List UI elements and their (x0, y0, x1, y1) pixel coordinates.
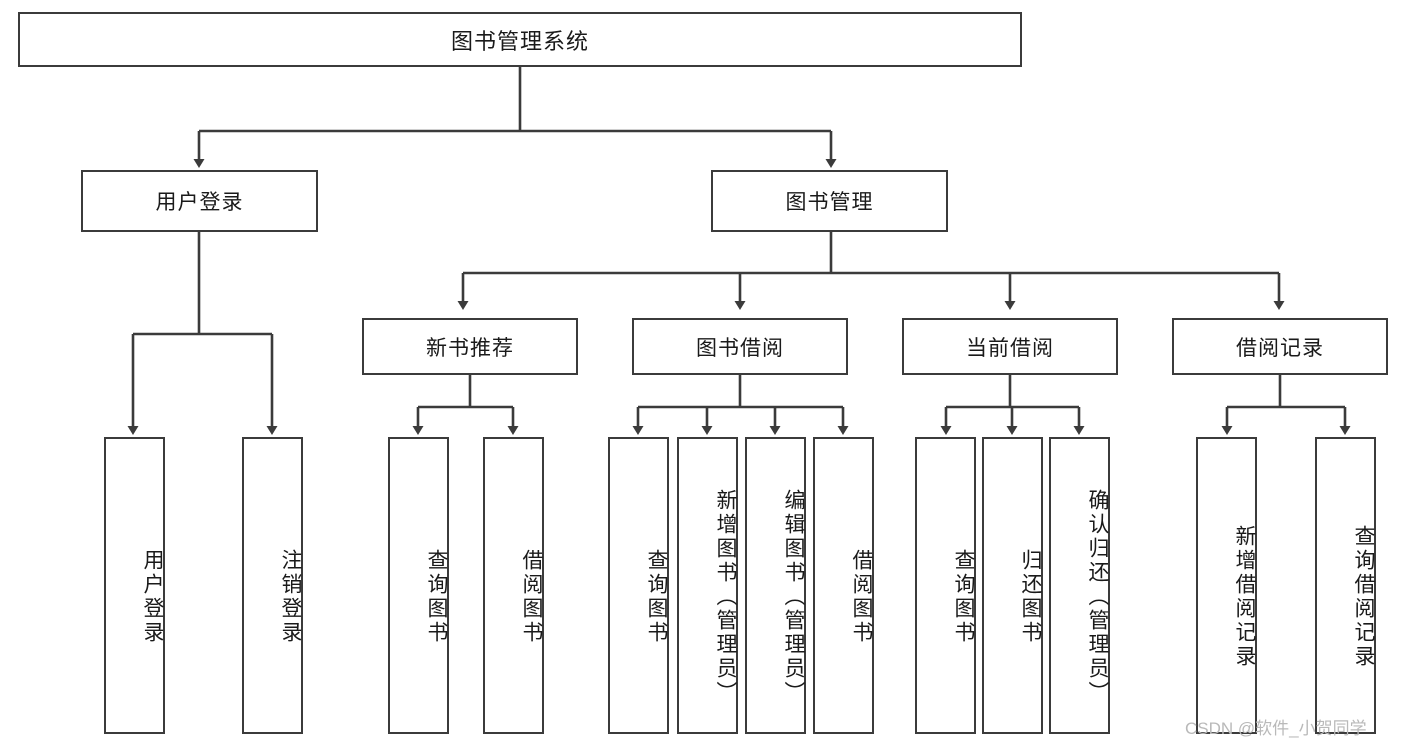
node-new-book-recommend[interactable]: 新书推荐 (362, 318, 578, 375)
node-label: 编辑图书（管理员） (782, 488, 805, 705)
leaf-borrow-record-query[interactable]: 查询借阅记录 (1315, 437, 1376, 734)
node-label: 注销登录 (279, 548, 302, 645)
node-label: 图书借阅 (696, 336, 784, 360)
node-label: 借阅图书 (850, 548, 873, 645)
node-label: 查询图书 (952, 548, 975, 645)
node-label: 图书管理系统 (450, 28, 589, 54)
leaf-book-borrow-borrow[interactable]: 借阅图书 (813, 437, 874, 734)
csdn-watermark: CSDN @软件_小贺同学 (1185, 719, 1367, 738)
node-label: 当前借阅 (966, 336, 1054, 360)
node-book-borrow[interactable]: 图书借阅 (632, 318, 848, 375)
node-label: 用户登录 (141, 548, 164, 645)
node-label: 查询借阅记录 (1352, 524, 1375, 669)
node-label: 新书推荐 (426, 336, 514, 360)
node-label: 借阅记录 (1236, 336, 1324, 360)
leaf-current-borrow-confirm-return[interactable]: 确认归还（管理员） (1049, 437, 1110, 734)
node-borrow-record[interactable]: 借阅记录 (1172, 318, 1388, 375)
leaf-new-book-borrow[interactable]: 借阅图书 (483, 437, 544, 734)
node-book-management[interactable]: 图书管理 (711, 170, 948, 232)
leaf-book-borrow-query[interactable]: 查询图书 (608, 437, 669, 734)
leaf-user-login-login[interactable]: 用户登录 (104, 437, 165, 734)
leaf-book-borrow-edit[interactable]: 编辑图书（管理员） (745, 437, 806, 734)
leaf-borrow-record-add[interactable]: 新增借阅记录 (1196, 437, 1257, 734)
node-label: 图书管理 (785, 191, 874, 214)
leaf-current-borrow-query[interactable]: 查询图书 (915, 437, 976, 734)
node-label: 新增借阅记录 (1233, 524, 1256, 669)
leaf-current-borrow-return[interactable]: 归还图书 (982, 437, 1043, 734)
node-label: 查询图书 (645, 548, 668, 645)
node-label: 用户登录 (155, 191, 244, 214)
node-label: 新增图书（管理员） (714, 488, 737, 705)
node-label: 确认归还（管理员） (1086, 488, 1109, 705)
node-label: 归还图书 (1019, 548, 1042, 645)
node-current-borrow[interactable]: 当前借阅 (902, 318, 1118, 375)
leaf-book-borrow-add[interactable]: 新增图书（管理员） (677, 437, 738, 734)
node-label: 借阅图书 (520, 548, 543, 645)
node-root-system[interactable]: 图书管理系统 (18, 12, 1022, 67)
node-user-login[interactable]: 用户登录 (81, 170, 318, 232)
leaf-user-login-logout[interactable]: 注销登录 (242, 437, 303, 734)
leaf-new-book-query[interactable]: 查询图书 (388, 437, 449, 734)
node-label: 查询图书 (425, 548, 448, 645)
